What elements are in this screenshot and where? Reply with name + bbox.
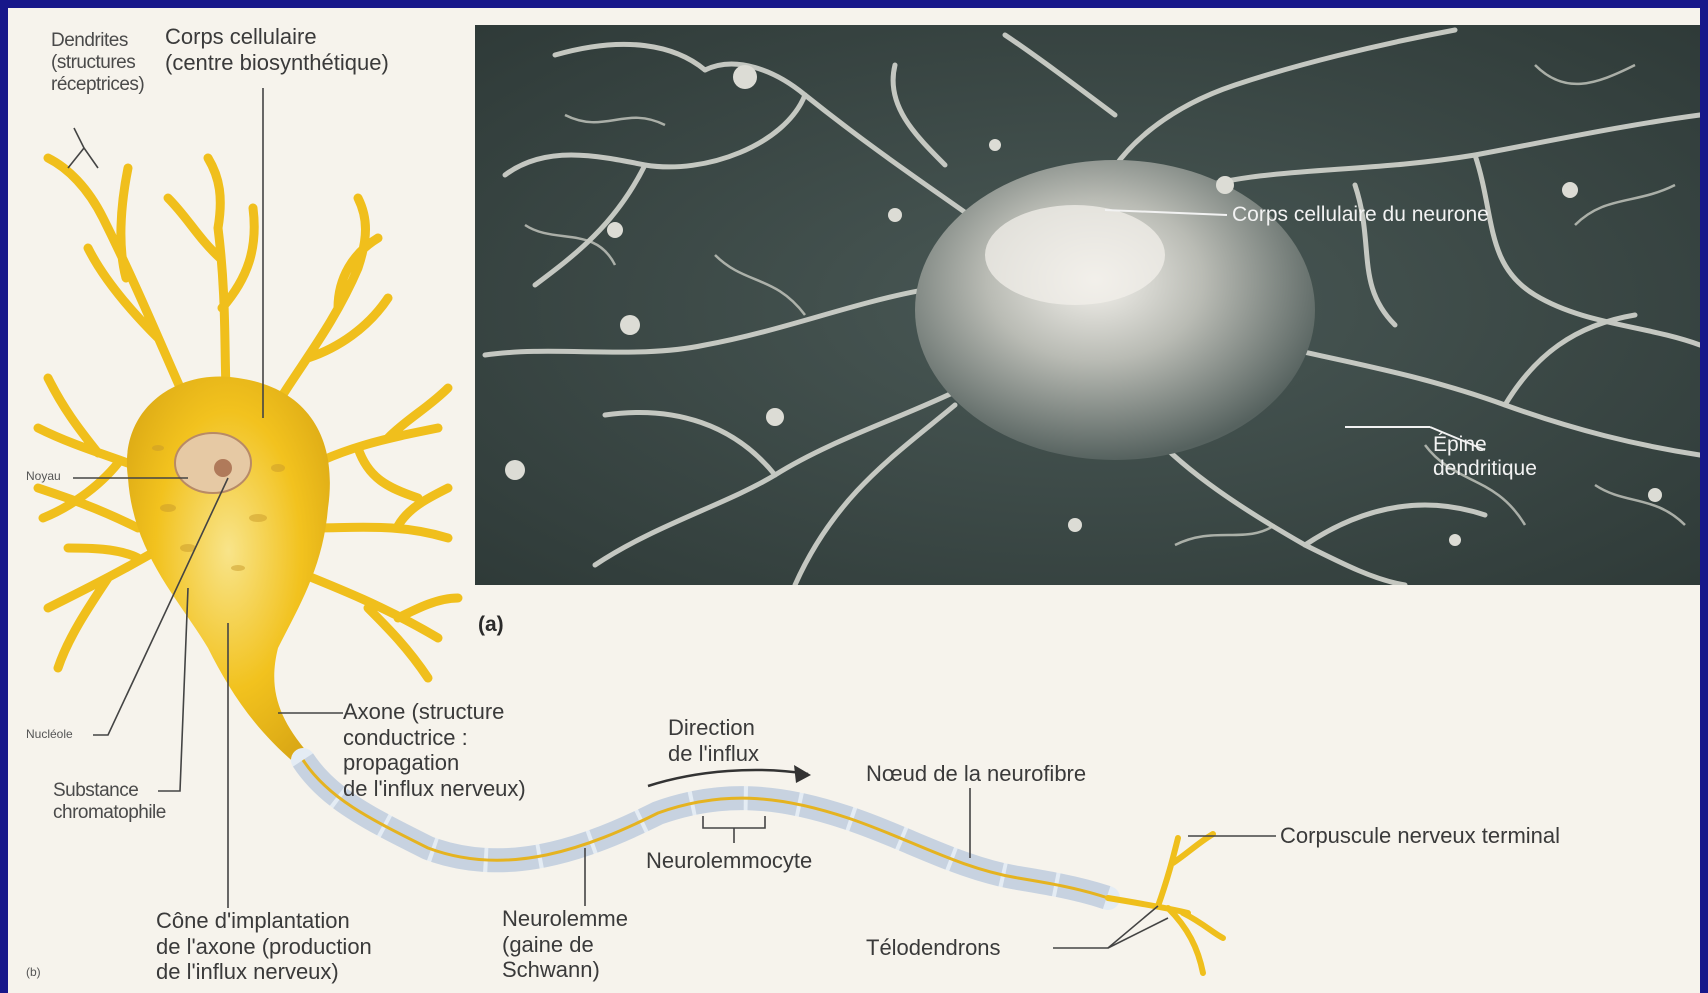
label-direction: Direction de l'influx (668, 715, 759, 766)
cone-line-3: de l'influx nerveux) (156, 959, 372, 985)
axon-line-1: Axone (structure (343, 699, 526, 725)
label-neurolemmocyte: Neurolemmocyte (646, 848, 812, 874)
neurolemme-line-1: Neurolemme (502, 906, 628, 932)
neurolemme-line-2: (gaine de (502, 932, 628, 958)
substance-line-1: Substance (53, 780, 166, 802)
label-axon: Axone (structure conductrice : propagati… (343, 699, 526, 801)
direction-line-1: Direction (668, 715, 759, 741)
dendrites-line-2: (structures (51, 52, 144, 74)
direction-line-2: de l'influx (668, 741, 759, 767)
nucleolus (214, 459, 232, 477)
cone-line-1: Cône d'implantation (156, 908, 372, 934)
label-axon-hillock: Cône d'implantation de l'axone (producti… (156, 908, 372, 985)
label-node: Nœud de la neurofibre (866, 761, 1086, 787)
axon-line-2: conductrice : (343, 725, 526, 751)
cell-body-line-2: (centre biosynthétique) (165, 50, 389, 76)
telodendria (1108, 834, 1223, 973)
label-nucleolus: Nucléole (26, 728, 73, 742)
axon-line-4: de l'influx nerveux) (343, 776, 526, 802)
dendrites-line-3: réceptrices) (51, 74, 144, 96)
neurolemme-line-3: Schwann) (502, 957, 628, 983)
dendrites-line-1: Dendrites (51, 30, 144, 52)
label-telodendria: Télodendrons (866, 935, 1001, 961)
cone-line-2: de l'axone (production (156, 934, 372, 960)
panel-label-b: (b) (26, 966, 41, 980)
label-cell-body: Corps cellulaire (centre biosynthétique) (165, 24, 389, 75)
nucleus (175, 433, 251, 493)
cell-body-line-1: Corps cellulaire (165, 24, 389, 50)
label-dendrites: Dendrites (structures réceptrices) (51, 30, 144, 96)
panel-label-a: (a) (478, 613, 504, 637)
label-neurilemma: Neurolemme (gaine de Schwann) (502, 906, 628, 983)
label-chromatophilic-substance: Substance chromatophile (53, 780, 166, 824)
axon-line-3: propagation (343, 750, 526, 776)
substance-line-2: chromatophile (53, 802, 166, 824)
diagram-page: Corps cellulaire du neurone Épine dendri… (8, 8, 1700, 993)
direction-arrow (648, 770, 808, 786)
label-nucleus: Noyau (26, 470, 61, 484)
label-terminal-corpuscle: Corpuscule nerveux terminal (1280, 823, 1560, 849)
direction-arrowhead (794, 765, 811, 783)
